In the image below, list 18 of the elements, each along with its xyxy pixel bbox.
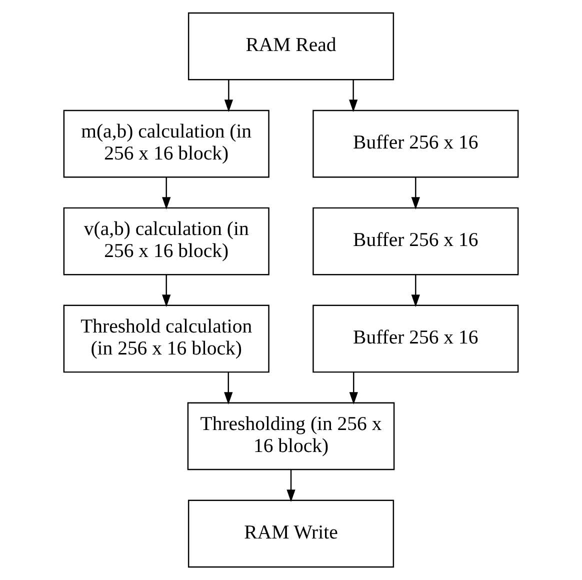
node-box: RAM Write — [188, 500, 394, 568]
arrow — [162, 274, 171, 307]
node-box: Thresholding (in 256 x 16 block) — [187, 402, 395, 470]
arrow — [224, 80, 233, 112]
node-box: v(a,b) calculation (in 256 x 16 block) — [63, 207, 270, 276]
node-box: RAM Read — [188, 12, 394, 80]
arrow — [411, 177, 420, 210]
arrow — [162, 177, 171, 210]
node-box: Threshold calculation (in 256 x 16 block) — [63, 304, 270, 373]
arrow — [349, 80, 358, 112]
node-box: Buffer 256 x 16 — [312, 110, 519, 178]
arrow — [286, 470, 296, 502]
node-box: m(a,b) calculation (in 256 x 16 block) — [63, 110, 270, 178]
node-box: Buffer 256 x 16 — [312, 304, 519, 373]
arrow — [349, 372, 358, 404]
node-box: Buffer 256 x 16 — [312, 207, 519, 276]
arrow — [411, 274, 420, 307]
arrow — [224, 372, 233, 404]
